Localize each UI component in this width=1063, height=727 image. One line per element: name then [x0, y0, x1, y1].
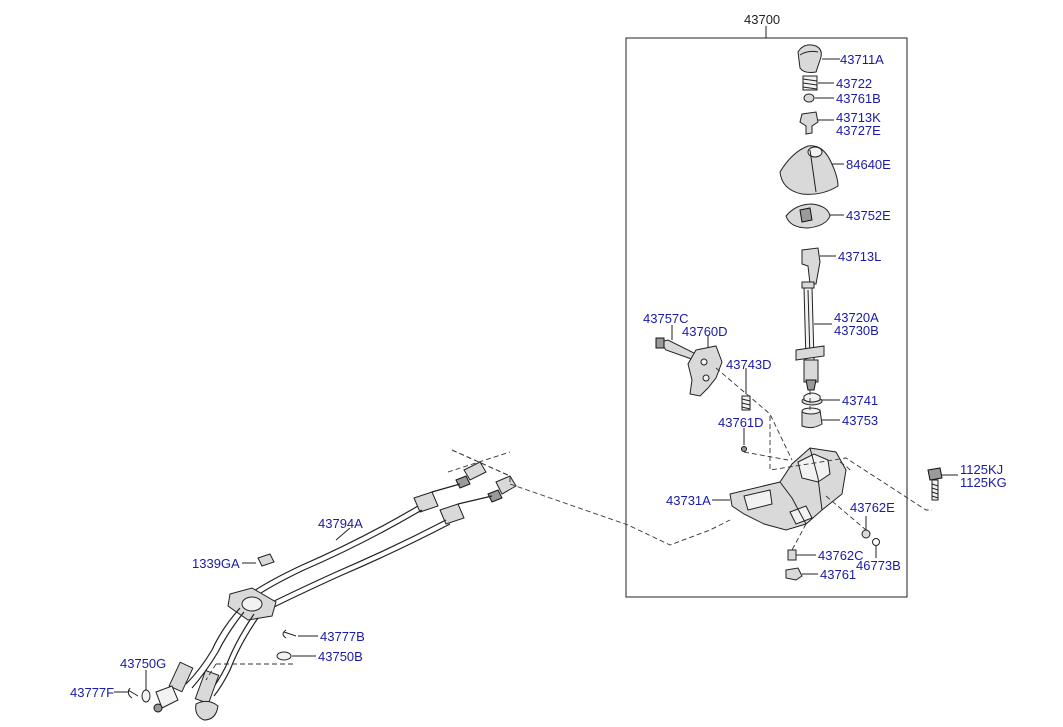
nut-d-part [741, 446, 747, 452]
label-43762E: 43762E [850, 500, 895, 515]
mount-bolt-part [927, 467, 943, 501]
label-43761D: 43761D [718, 415, 764, 430]
label-43752E: 43752E [846, 208, 891, 223]
label-43741: 43741 [842, 393, 878, 408]
pin-b-part [282, 629, 297, 639]
pin-f-part [127, 687, 139, 699]
lever-upper-part [801, 247, 821, 285]
label-43753: 43753 [842, 413, 878, 428]
label-43727E: 43727E [836, 123, 881, 138]
label-43700: 43700 [744, 12, 780, 27]
label-43757C: 43757C [643, 311, 689, 326]
small-spring-part [741, 395, 751, 411]
nut-top-part [803, 93, 815, 103]
base-housing-part [729, 447, 847, 531]
label-43711A: 43711A [840, 52, 884, 67]
label-43777B: 43777B [320, 629, 365, 644]
label-43722: 43722 [836, 76, 872, 91]
label-43761B: 43761B [836, 91, 881, 106]
clip-part [872, 538, 880, 546]
label-84640E: 84640E [846, 157, 891, 172]
rod-top-part [799, 111, 819, 135]
shift-knob-part [797, 44, 822, 73]
grommet-part [257, 553, 275, 567]
label-43713L: 43713L [838, 249, 881, 264]
indicator-part [785, 203, 831, 229]
label-43761: 43761 [820, 567, 856, 582]
label-43713K: 43713K [836, 110, 881, 125]
shift-boot-part [779, 145, 839, 195]
label-1125KJ: 1125KJ [960, 462, 1003, 477]
label-46773B: 46773B [856, 558, 901, 573]
spring-part [802, 75, 818, 91]
washer-g-part [141, 689, 151, 703]
shift-cable-part [153, 461, 517, 721]
bracket-part [687, 345, 723, 397]
label-43794A: 43794A [318, 516, 363, 531]
label-43750B: 43750B [318, 649, 363, 664]
label-43743D: 43743D [726, 357, 772, 372]
label-43762C: 43762C [818, 548, 864, 563]
label-1339GA: 1339GA [192, 556, 240, 571]
pivot-cup-part [801, 407, 823, 429]
nut-bottom-part [785, 567, 803, 581]
washer-b-part [276, 651, 292, 661]
label-43730B: 43730B [834, 323, 879, 338]
label-43750G: 43750G [120, 656, 166, 671]
bushing-part [801, 392, 823, 406]
label-43731A: 43731A [666, 493, 711, 508]
label-43777F: 43777F [70, 685, 114, 700]
shift-lever-part [795, 281, 825, 391]
bushing-e-part [861, 529, 871, 539]
label-1125KG: 1125KG [960, 475, 1007, 490]
label-43760D: 43760D [682, 324, 728, 339]
bushing-c-part [787, 549, 797, 561]
label-43720A: 43720A [834, 310, 879, 325]
